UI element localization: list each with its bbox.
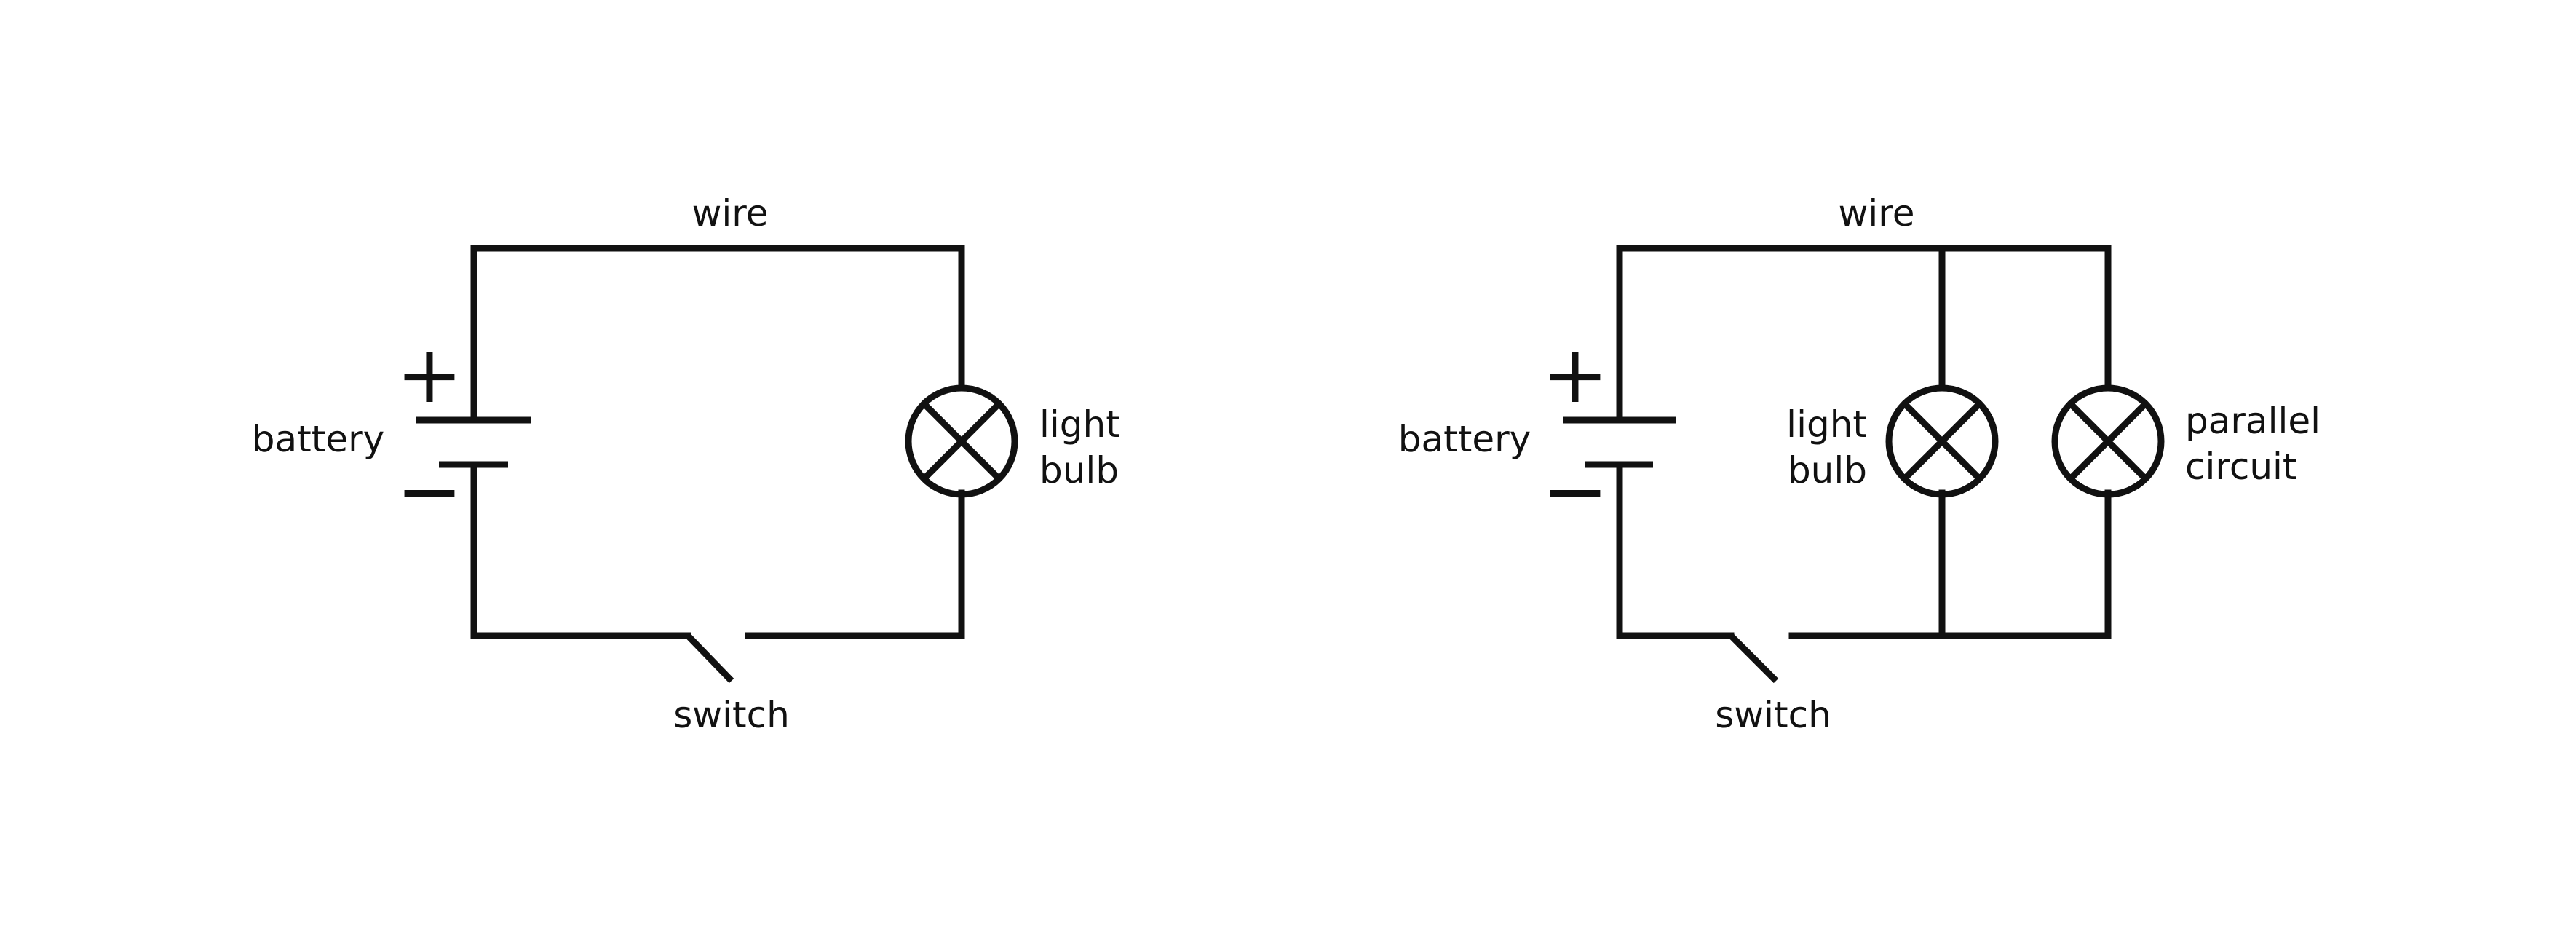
- parallel-circuit-label-line2: circuit: [2185, 446, 2297, 488]
- series-circuit: + − wire battery light bulb switch: [252, 192, 1120, 736]
- light-bulb-label-line2: bulb: [1039, 449, 1119, 491]
- parallel-circuit-label-line1: parallel: [2185, 400, 2321, 442]
- parallel-circuit: + − wire battery light bulb parallel cir…: [1398, 192, 2321, 736]
- switch-lever: [1728, 633, 1779, 684]
- battery-label: battery: [252, 418, 385, 460]
- battery-label: battery: [1398, 418, 1531, 460]
- battery-plus-sign: +: [396, 328, 463, 421]
- wire-right-bottom: [745, 489, 965, 639]
- wire-top-left: [470, 245, 965, 420]
- light-bulb-label-line2: bulb: [1788, 449, 1867, 491]
- switch-label: switch: [1715, 694, 1831, 736]
- wire-left-bottom: [470, 461, 691, 639]
- wire-right-bottom: [1788, 489, 2112, 639]
- light-bulb-label-line1: light: [1786, 403, 1867, 446]
- light-bulb-symbol: [1885, 384, 1999, 498]
- switch-label: switch: [673, 694, 790, 736]
- wire-left-bottom: [1616, 461, 1735, 639]
- battery-minus-sign: −: [1542, 444, 1609, 537]
- wire-top: [1616, 245, 2112, 420]
- battery-minus-sign: −: [396, 444, 463, 537]
- parallel-light-bulb-symbol: [2051, 384, 2165, 498]
- switch-lever: [685, 633, 734, 684]
- wire-label: wire: [691, 192, 768, 234]
- wire-label: wire: [1838, 192, 1914, 234]
- light-bulb-label-line1: light: [1039, 403, 1120, 446]
- light-bulb-symbol: [905, 384, 1018, 498]
- battery-plus-sign: +: [1542, 328, 1609, 421]
